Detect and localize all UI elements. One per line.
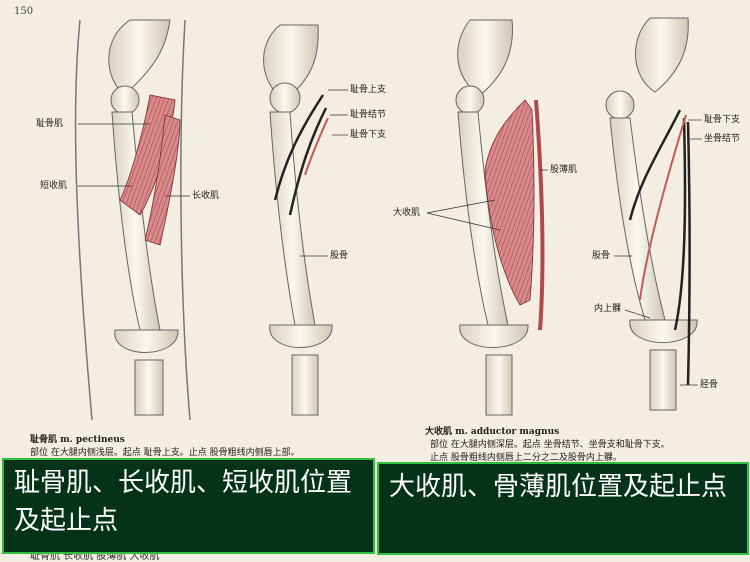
label-ischial-tuberosity: 坐骨结节 (704, 134, 741, 144)
figure2-illustration (263, 24, 348, 416)
overlay-box-left: 耻骨肌、长收肌、短收肌位置及起止点 (2, 458, 375, 554)
label-gracilis: 股薄肌 (550, 165, 578, 175)
caption-magnus-text-2: 止点 股骨粗线内侧唇上二分之二及股骨内上髁。 (430, 453, 622, 463)
label-pectineus: 耻骨肌 (36, 119, 64, 129)
page-number: 150 (14, 6, 34, 17)
label-superior-pubic-ramus: 耻骨上支 (350, 85, 387, 95)
figure4-illustration (605, 17, 702, 411)
label-femur: 股骨 (330, 251, 349, 261)
figure3-illustration (426, 19, 548, 416)
caption-magnus-title: 大收肌 m. adductor magnus (425, 427, 560, 437)
label-pubic-tubercle: 耻骨结节 (350, 110, 387, 120)
overlay-text-left: 耻骨肌、长收肌、短收肌位置及起止点 (14, 468, 353, 536)
label-adductor-brevis: 短收肌 (40, 181, 68, 191)
label-femur-2: 股骨 (592, 251, 611, 261)
label-tibia: 胫骨 (700, 380, 719, 390)
overlay-box-right: 大收肌、骨薄肌位置及起止点 (377, 462, 749, 555)
caption-magnus-text-1: 部位 在大腿内侧深层。起点 坐骨结节、坐骨支和耻骨下支。 (430, 440, 670, 450)
caption-pectineus-text: 部位 在大腿内侧浅层。起点 耻骨上支。止点 股骨粗线内侧唇上部。 (30, 448, 300, 458)
label-adductor-longus: 长收肌 (192, 191, 220, 201)
label-medial-epicondyle: 内上髁 (594, 304, 622, 314)
label-adductor-magnus: 大收肌 (393, 208, 421, 218)
figure1-illustration (74, 19, 191, 421)
label-inferior-pubic-ramus-2: 耻骨下支 (704, 115, 741, 125)
overlay-text-right: 大收肌、骨薄肌位置及起止点 (389, 472, 728, 502)
label-inferior-pubic-ramus: 耻骨下支 (350, 130, 387, 140)
caption-pectineus-title: 耻骨肌 m. pectineus (30, 435, 125, 445)
